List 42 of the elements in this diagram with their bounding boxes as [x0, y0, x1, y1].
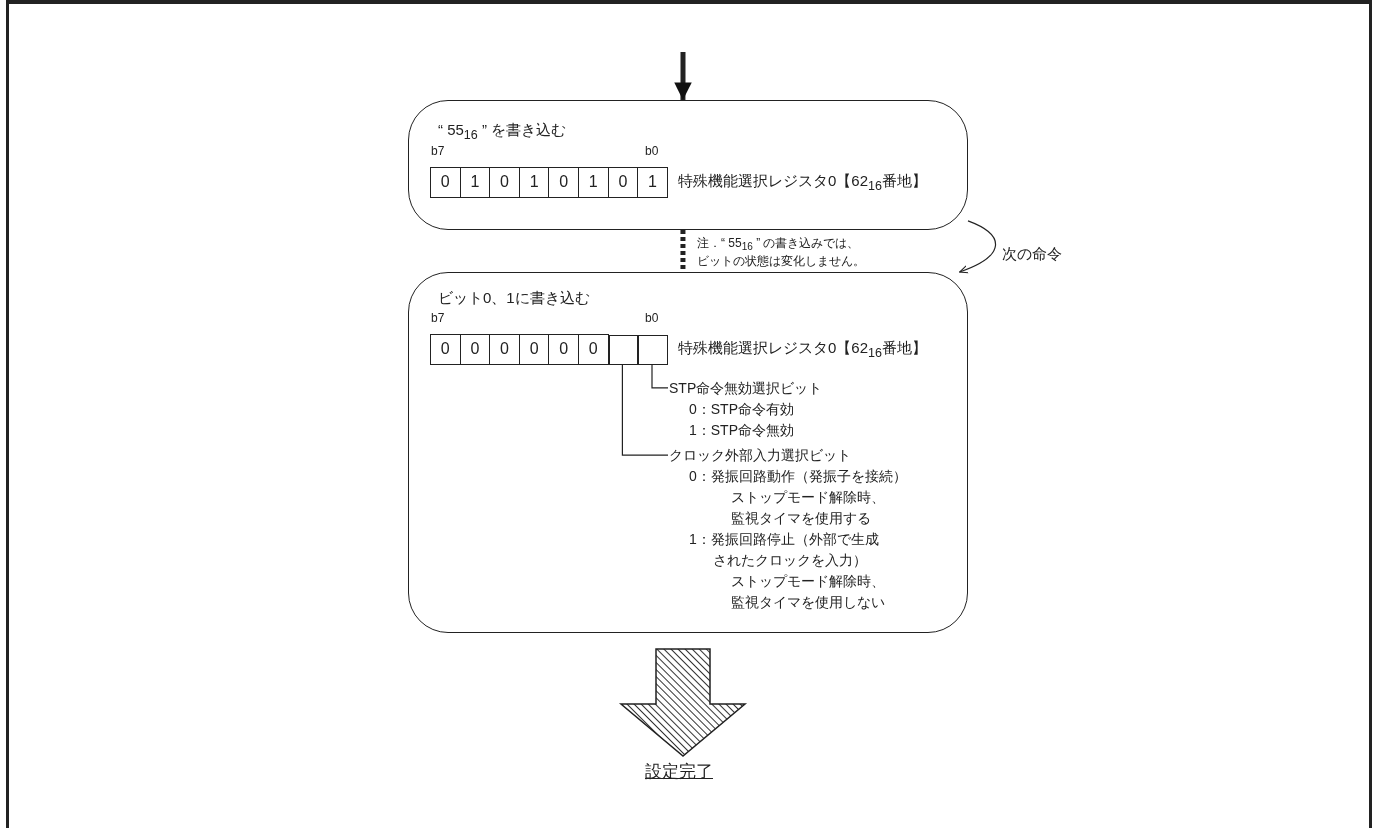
- bit-label: b0: [645, 144, 659, 159]
- register-bit-cell: 0: [430, 334, 461, 365]
- register-bit-cell: [638, 335, 668, 365]
- option-text: ストップモード解除時、監視タイマを使用する: [731, 488, 886, 528]
- register-bit-cell: 1: [637, 167, 668, 198]
- step-title: “ 55$_{16}$ ” を書き込む: [438, 121, 567, 143]
- option-text: 1：STP命令無効: [689, 421, 795, 440]
- register-bit-cell: 1: [459, 167, 491, 198]
- register-bit-cell: 0: [459, 334, 491, 365]
- register-bit-cell: 0: [578, 334, 609, 365]
- bit-label: b7: [431, 144, 445, 159]
- option-text: 0：発振回路動作（発振子を接続）: [689, 467, 908, 486]
- register-name: 特殊機能選択レジスタ0【62$_{16}$番地】: [678, 339, 927, 361]
- register-bit-cell: 0: [518, 334, 550, 365]
- result-text: 設定完了: [645, 762, 713, 783]
- bit-label: b0: [645, 311, 659, 326]
- option-text: 1：発振回路停止（外部で生成されたクロックを入力）: [689, 530, 880, 570]
- bit-field-name: STP命令無効選択ビット: [669, 379, 824, 398]
- hatched-block-arrow: [618, 648, 748, 757]
- register-bit-cell: 1: [518, 167, 550, 198]
- register-bit-cell: 0: [548, 167, 579, 198]
- process-box: [408, 100, 968, 230]
- option-text: 0：STP命令有効: [689, 400, 795, 419]
- register-bit-cell: 0: [489, 167, 520, 198]
- register-bit-cell: [608, 335, 639, 365]
- curved-arrow: [959, 220, 997, 273]
- bit-label: b7: [431, 311, 445, 326]
- process-box: [408, 272, 968, 633]
- register-bit-cell: 0: [607, 167, 639, 198]
- leader-line: [651, 363, 669, 389]
- register-bit-cell: 1: [578, 167, 609, 198]
- register-bit-cell: 0: [430, 167, 461, 198]
- register-bit-cell: 0: [548, 334, 579, 365]
- step-title: ビット0、1に書き込む: [438, 289, 590, 307]
- bit-field-name: クロック外部入力選択ビット: [669, 446, 852, 465]
- dotted-connector: [680, 230, 686, 272]
- leader-line: [621, 363, 669, 456]
- edge-label: 次の命令: [1000, 245, 1064, 264]
- register-bit-cell: 0: [489, 334, 520, 365]
- option-text: ストップモード解除時、監視タイマを使用しない: [731, 572, 886, 612]
- arrow: [674, 52, 692, 100]
- register-name: 特殊機能選択レジスタ0【62$_{16}$番地】: [678, 172, 927, 194]
